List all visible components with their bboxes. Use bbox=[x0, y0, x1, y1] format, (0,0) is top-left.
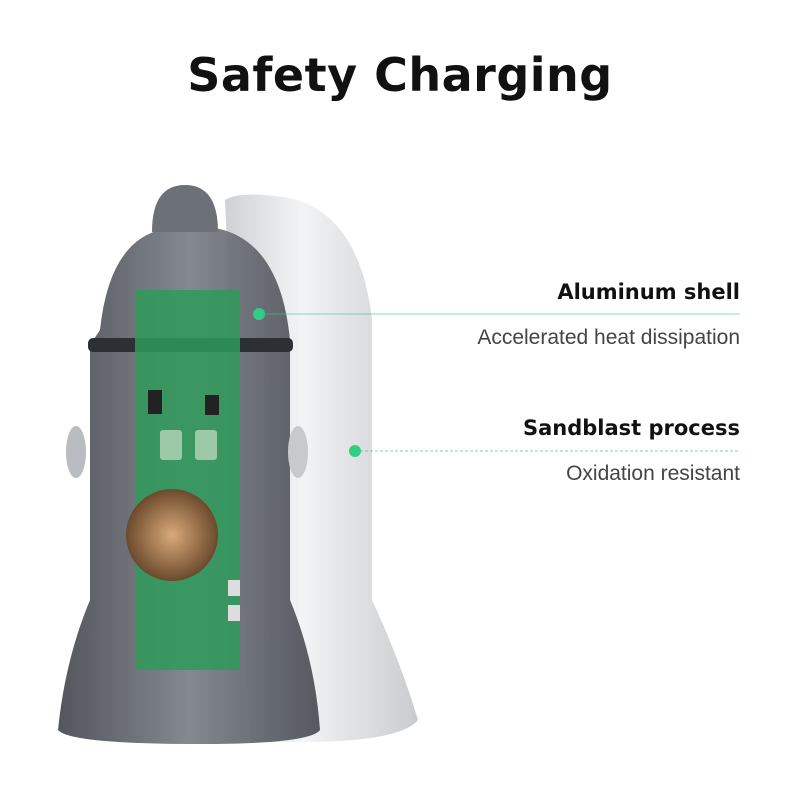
callout-description: Oxidation resistant bbox=[566, 462, 740, 485]
callout-dot-2 bbox=[349, 445, 361, 457]
callout-description: Accelerated heat dissipation bbox=[477, 326, 740, 349]
callout-heading: Aluminum shell bbox=[557, 280, 740, 304]
callout-heading: Sandblast process bbox=[522, 416, 740, 440]
callout-dot-1 bbox=[253, 308, 265, 320]
page-title: Safety Charging bbox=[187, 48, 613, 102]
callout-sandblast-process: Sandblast process Oxidation resistant bbox=[523, 416, 740, 486]
callout-aluminum-shell: Aluminum shell Accelerated heat dissipat… bbox=[477, 280, 740, 350]
